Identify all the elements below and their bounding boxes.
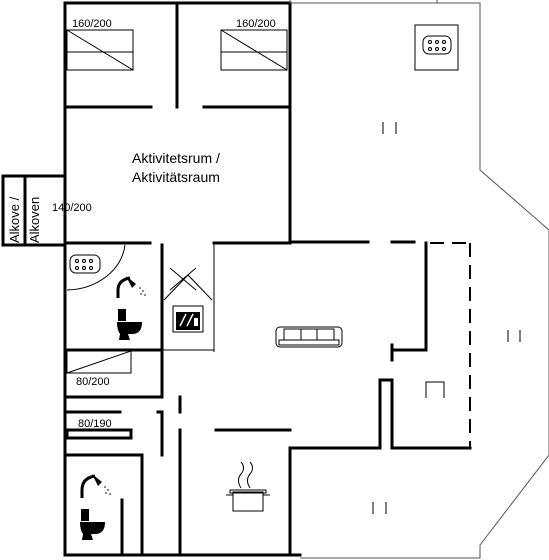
terrace-outline	[289, 0, 549, 559]
bed-size-4: 80/190	[78, 418, 112, 430]
alcove-label-line2: Alkoven	[27, 197, 42, 243]
whirlpool-icon	[414, 24, 459, 71]
activity-room-label-line2: Aktivitätsraum	[132, 169, 220, 185]
activity-room-label-line1: Aktivitetsrum /	[132, 150, 220, 166]
cooking-pot-icon	[226, 461, 270, 512]
bed-2	[220, 29, 288, 71]
whirlpool-icon	[69, 254, 101, 274]
exterior-walls	[63, 1, 416, 557]
dashed-lines	[430, 242, 471, 448]
shower-icon	[80, 474, 111, 498]
sauna-icon	[163, 267, 213, 333]
bed-size-3: 80/200	[76, 376, 110, 388]
bed-size-1: 160/200	[72, 18, 112, 30]
interior-walls	[63, 241, 472, 557]
shower-icon	[116, 276, 146, 298]
alcove-bed-size: 140/200	[52, 202, 92, 214]
bed-size-2: 160/200	[236, 18, 276, 30]
furniture-marks	[372, 122, 521, 514]
bed-3	[66, 350, 132, 374]
alcove-label-line1: Alkove /	[7, 196, 22, 243]
alcove: Alkove / Alkoven 140/200	[1, 174, 92, 247]
door-swing-arc	[66, 244, 126, 291]
bed-4	[65, 428, 133, 440]
sofa-icon	[275, 326, 343, 348]
toilet-icon	[117, 309, 142, 340]
toilet-icon	[80, 509, 105, 540]
bed-1	[66, 29, 134, 71]
